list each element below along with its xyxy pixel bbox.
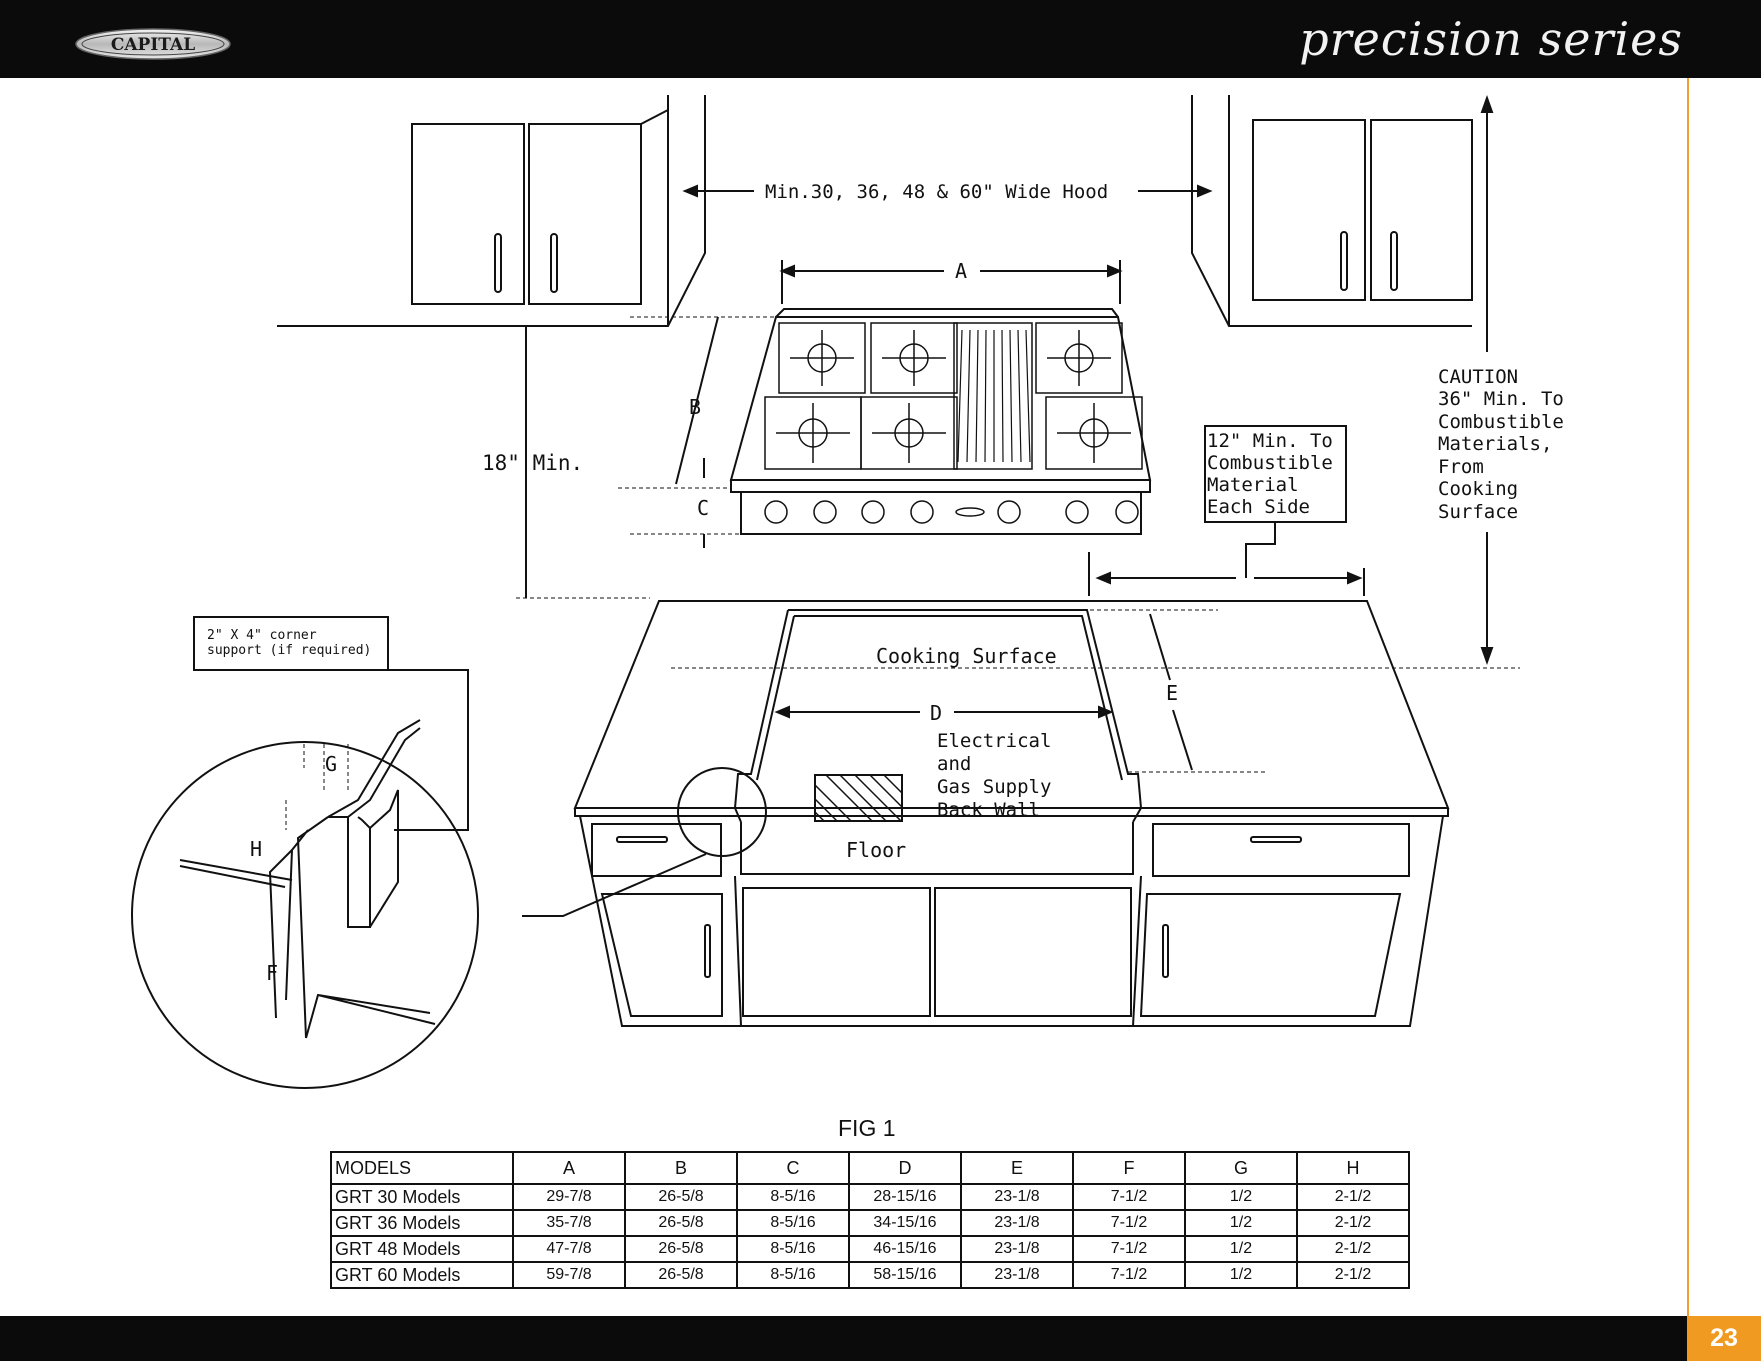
cell-a: 35-7/8 bbox=[512, 1209, 626, 1237]
accent-rule bbox=[1687, 78, 1689, 1316]
cell-f: 7-1/2 bbox=[1072, 1209, 1186, 1237]
right-wall-cabinet bbox=[1191, 95, 1473, 327]
cell-model: GRT 30 Models bbox=[330, 1183, 514, 1211]
capital-logo: CAPITAL bbox=[75, 28, 231, 60]
supply-line-1: Electrical bbox=[937, 730, 1051, 752]
cell-c: 8-5/16 bbox=[736, 1235, 850, 1263]
cell-d: 34-15/16 bbox=[848, 1209, 962, 1237]
supply-line-3: Gas Supply bbox=[937, 776, 1051, 798]
cell-b: 26-5/8 bbox=[624, 1235, 738, 1263]
cell-e: 23-1/8 bbox=[960, 1183, 1074, 1211]
cooking-surface-label: Cooking Surface bbox=[876, 644, 1057, 668]
header-bar: CAPITAL precision series bbox=[0, 0, 1761, 78]
caution-line-3: Combustible bbox=[1438, 411, 1564, 433]
cell-g: 1/2 bbox=[1184, 1209, 1298, 1237]
header-d: D bbox=[848, 1151, 962, 1185]
caution-line-7: Surface bbox=[1438, 501, 1518, 523]
table-row: GRT 30 Models 29-7/8 26-5/8 8-5/16 28-15… bbox=[330, 1183, 1410, 1211]
clearance-18-label: 18" Min. bbox=[482, 451, 583, 475]
cell-b: 26-5/8 bbox=[624, 1261, 738, 1289]
cell-g: 1/2 bbox=[1184, 1183, 1298, 1211]
side-clearance-line-2: Combustible bbox=[1207, 452, 1333, 474]
rangetop bbox=[729, 308, 1152, 535]
dimension-b-label: B bbox=[689, 395, 701, 419]
header-c: C bbox=[736, 1151, 850, 1185]
cell-g: 1/2 bbox=[1184, 1235, 1298, 1263]
cell-model: GRT 60 Models bbox=[330, 1261, 514, 1289]
cell-d: 46-15/16 bbox=[848, 1235, 962, 1263]
dimensions-table: MODELS A B C D E F G H GRT 30 Models 29-… bbox=[330, 1151, 1410, 1289]
caution-line-2: 36" Min. To bbox=[1438, 388, 1564, 410]
cell-c: 8-5/16 bbox=[736, 1261, 850, 1289]
table-header-row: MODELS A B C D E F G H bbox=[330, 1151, 1410, 1185]
header-f: F bbox=[1072, 1151, 1186, 1185]
hood-label: Min.30, 36, 48 & 60" Wide Hood bbox=[765, 181, 1108, 203]
caution-line-4: Materials, bbox=[1438, 433, 1552, 455]
footer-bar bbox=[0, 1316, 1687, 1361]
cell-h: 2-1/2 bbox=[1296, 1235, 1410, 1263]
corner-support-line-1: 2" X 4" corner bbox=[207, 628, 317, 643]
cell-h: 2-1/2 bbox=[1296, 1209, 1410, 1237]
header-g: G bbox=[1184, 1151, 1298, 1185]
page-number: 23 bbox=[1687, 1316, 1761, 1361]
supply-line-2: and bbox=[937, 753, 971, 775]
cell-h: 2-1/2 bbox=[1296, 1183, 1410, 1211]
supply-line-4: Back Wall bbox=[937, 799, 1040, 821]
cell-b: 26-5/8 bbox=[624, 1183, 738, 1211]
cell-f: 7-1/2 bbox=[1072, 1235, 1186, 1263]
figure-caption: FIG 1 bbox=[838, 1115, 896, 1141]
dimension-f-label: F bbox=[266, 961, 278, 985]
table-row: GRT 60 Models 59-7/8 26-5/8 8-5/16 58-15… bbox=[330, 1261, 1410, 1289]
cell-c: 8-5/16 bbox=[736, 1183, 850, 1211]
side-clearance-line-3: Material bbox=[1207, 474, 1299, 496]
cell-e: 23-1/8 bbox=[960, 1261, 1074, 1289]
floor-label: Floor bbox=[846, 838, 906, 862]
cell-c: 8-5/16 bbox=[736, 1209, 850, 1237]
cell-a: 29-7/8 bbox=[512, 1183, 626, 1211]
header-a: A bbox=[512, 1151, 626, 1185]
cell-d: 58-15/16 bbox=[848, 1261, 962, 1289]
left-wall-cabinet bbox=[277, 95, 706, 327]
caution-line-1: CAUTION bbox=[1438, 366, 1518, 388]
corner-support-line-2: support (if required) bbox=[207, 643, 371, 658]
dimension-h-label: H bbox=[250, 837, 262, 861]
cell-b: 26-5/8 bbox=[624, 1209, 738, 1237]
caution-line-5: From bbox=[1438, 456, 1484, 478]
cell-a: 47-7/8 bbox=[512, 1235, 626, 1263]
header-models: MODELS bbox=[330, 1151, 514, 1185]
dimension-d-label: D bbox=[930, 701, 942, 725]
header-h: H bbox=[1296, 1151, 1410, 1185]
cell-a: 59-7/8 bbox=[512, 1261, 626, 1289]
dimension-e-label: E bbox=[1166, 681, 1178, 705]
dimension-g-label: G bbox=[325, 752, 337, 776]
cell-f: 7-1/2 bbox=[1072, 1183, 1186, 1211]
logo-text: CAPITAL bbox=[111, 35, 195, 55]
table-row: GRT 36 Models 35-7/8 26-5/8 8-5/16 34-15… bbox=[330, 1209, 1410, 1237]
header-b: B bbox=[624, 1151, 738, 1185]
cell-d: 28-15/16 bbox=[848, 1183, 962, 1211]
cell-h: 2-1/2 bbox=[1296, 1261, 1410, 1289]
installation-diagram: Min.30, 36, 48 & 60" Wide Hood A B C 18"… bbox=[131, 95, 1564, 1089]
cell-f: 7-1/2 bbox=[1072, 1261, 1186, 1289]
series-title: precision series bbox=[1299, 12, 1683, 66]
cell-e: 23-1/8 bbox=[960, 1235, 1074, 1263]
header-e: E bbox=[960, 1151, 1074, 1185]
caution-line-6: Cooking bbox=[1438, 478, 1518, 500]
side-clearance-line-1: 12" Min. To bbox=[1207, 430, 1333, 452]
cell-g: 1/2 bbox=[1184, 1261, 1298, 1289]
cell-model: GRT 36 Models bbox=[330, 1209, 514, 1237]
corner-detail bbox=[179, 719, 436, 1039]
side-clearance-line-4: Each Side bbox=[1207, 496, 1310, 518]
cell-e: 23-1/8 bbox=[960, 1209, 1074, 1237]
dimension-a-label: A bbox=[955, 259, 967, 283]
dimension-c-label: C bbox=[697, 496, 709, 520]
table-row: GRT 48 Models 47-7/8 26-5/8 8-5/16 46-15… bbox=[330, 1235, 1410, 1263]
cell-model: GRT 48 Models bbox=[330, 1235, 514, 1263]
island-cabinet bbox=[573, 600, 1450, 1027]
